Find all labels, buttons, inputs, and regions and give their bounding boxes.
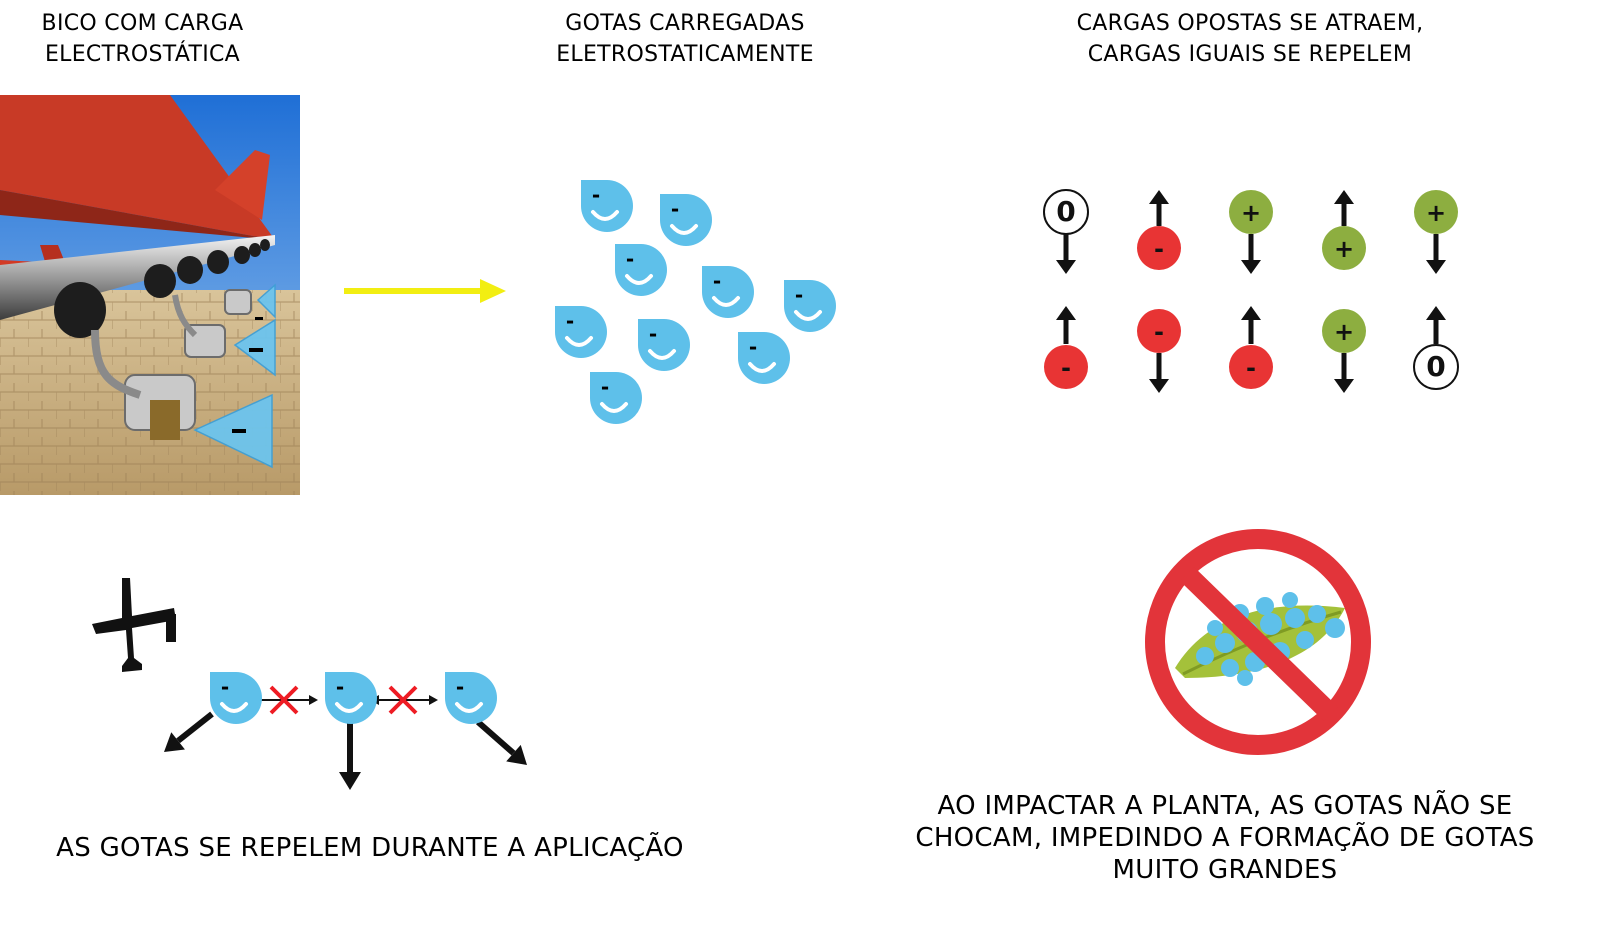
charge-circle <box>1229 190 1273 234</box>
water-drop-icon: - <box>588 370 644 426</box>
drop-charge-label: - <box>749 335 757 359</box>
charge-circle <box>1044 345 1088 389</box>
drop-charge-label: - <box>626 247 634 271</box>
charge-item: 0 <box>1043 189 1089 274</box>
charge-circle <box>1229 345 1273 389</box>
red-cross-icon <box>269 685 299 715</box>
caption-charges-rule-line2: CARGAS IGUAIS SE REPELEM <box>1087 42 1413 67</box>
water-drop-icon: - <box>700 264 756 320</box>
yellow-arrow-icon <box>344 279 506 303</box>
airplane-icon <box>92 578 176 672</box>
water-drop-icon: - <box>658 192 714 248</box>
charge-label: - <box>1154 235 1164 263</box>
charge-item: + <box>1229 190 1273 274</box>
charge-label: - <box>1061 354 1071 382</box>
charge-item: - <box>1137 190 1181 270</box>
caption-impact-line3: MUITO GRANDES <box>1112 855 1338 885</box>
water-drop-icon: - <box>736 330 792 386</box>
drop-charge-label: - <box>601 375 609 399</box>
charge-label: - <box>1154 318 1164 346</box>
drop-charge-label: - <box>649 322 657 346</box>
motion-arrow-icon <box>476 719 527 765</box>
charge-item: + <box>1322 190 1366 270</box>
caption-nozzle-line2: ELECTROSTÁTICA <box>44 42 241 67</box>
charge-circle <box>1414 190 1458 234</box>
water-drop-icon: - <box>323 670 379 726</box>
nozzle-photo <box>0 95 300 495</box>
no-sign-icon <box>1145 529 1371 755</box>
caption-nozzle: BICO COM CARGA ELECTROSTÁTICA <box>0 8 285 70</box>
charge-circle <box>1322 309 1366 353</box>
drop-charge-label: - <box>671 197 679 221</box>
drop-charge-label: - <box>795 283 803 307</box>
charge-circle <box>1413 344 1459 390</box>
caption-charges-rule-line1: CARGAS OPOSTAS SE ATRAEM, <box>1076 11 1424 36</box>
charge-label: 0 <box>1056 195 1075 228</box>
caption-repel: AS GOTAS SE REPELEM DURANTE A APLICAÇÃO <box>56 833 684 863</box>
drop-charge-label: - <box>456 675 464 699</box>
red-cross-icon <box>388 685 418 715</box>
drop-charge-label: - <box>713 269 721 293</box>
drop-charge-label: - <box>336 675 344 699</box>
charge-item: - <box>1044 306 1088 389</box>
caption-charged-drops: GOTAS CARREGADAS ELETROSTATICAMENTE <box>520 8 850 70</box>
caption-charges-rule: CARGAS OPOSTAS SE ATRAEM, CARGAS IGUAIS … <box>1050 8 1450 70</box>
charge-item: 0 <box>1413 306 1459 390</box>
water-drop-icon: - <box>443 670 499 726</box>
caption-impact: AO IMPACTAR A PLANTA, AS GOTAS NÃO SE CH… <box>885 790 1565 886</box>
caption-impact-line2: CHOCAM, IMPEDINDO A FORMAÇÃO DE GOTAS <box>915 823 1535 853</box>
motion-arrow-icon <box>164 711 214 752</box>
water-drop-icon: - <box>579 178 635 234</box>
drop-charge-label: - <box>221 675 229 699</box>
charge-item: + <box>1322 309 1366 393</box>
water-drop-icon: - <box>613 242 669 298</box>
water-drop-icon: - <box>208 670 264 726</box>
caption-impact-line1: AO IMPACTAR A PLANTA, AS GOTAS NÃO SE <box>937 791 1513 821</box>
charge-item: + <box>1414 190 1458 274</box>
charge-label: + <box>1241 199 1261 227</box>
water-drop-icon: - <box>782 278 838 334</box>
charge-circle <box>1322 226 1366 270</box>
caption-charged-drops-line2: ELETROSTATICAMENTE <box>556 42 814 67</box>
motion-arrow-icon <box>339 722 361 790</box>
water-drop-icon: - <box>553 304 609 360</box>
charge-item: - <box>1229 306 1273 389</box>
caption-nozzle-line1: BICO COM CARGA <box>41 11 244 36</box>
caption-charged-drops-line1: GOTAS CARREGADAS <box>565 11 805 36</box>
charge-circle <box>1137 309 1181 353</box>
drop-charge-label: - <box>566 309 574 333</box>
charge-label: + <box>1334 235 1354 263</box>
charge-circle <box>1137 226 1181 270</box>
charge-item: - <box>1137 309 1181 393</box>
charge-label: 0 <box>1426 350 1445 383</box>
drop-charge-label: - <box>592 183 600 207</box>
charge-label: + <box>1426 199 1446 227</box>
water-drop-icon: - <box>636 317 692 373</box>
charge-label: - <box>1246 354 1256 382</box>
charge-label: + <box>1334 318 1354 346</box>
